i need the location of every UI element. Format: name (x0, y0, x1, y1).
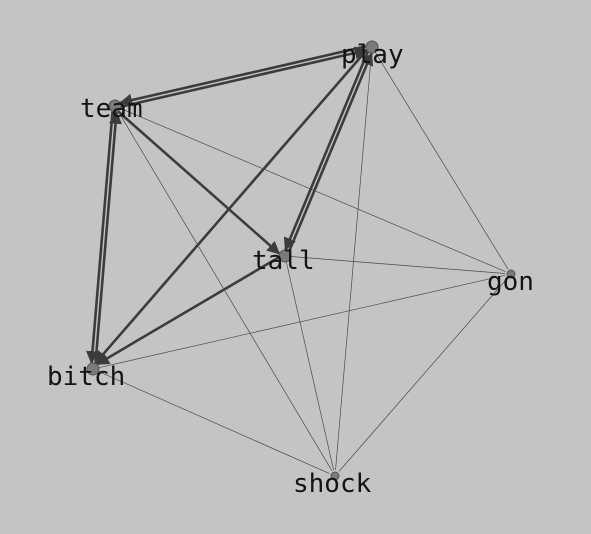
node-label-team: team (80, 94, 143, 124)
node-label-bitch: bitch (47, 362, 125, 392)
edge-play-tall (283, 51, 370, 251)
edge-bitch-gon (98, 274, 506, 369)
edge-team-play (121, 46, 368, 108)
edge-bitch-team (94, 110, 122, 364)
node-play (365, 40, 379, 54)
edge-tall-bitch (96, 256, 280, 366)
edge-team-gon (120, 108, 506, 272)
node-tall (278, 249, 292, 263)
labels-layer: play team tall gon bitch shock (47, 40, 534, 499)
edge-tall-gon (290, 256, 506, 274)
nodes-layer (86, 40, 516, 481)
node-label-play: play (341, 40, 404, 70)
node-label-gon: gon (487, 267, 534, 297)
edges-layer (86, 45, 509, 474)
edge-team-tall (117, 110, 281, 255)
edge-team-bitch (86, 111, 114, 365)
node-gon (506, 269, 516, 279)
node-label-tall: tall (252, 246, 315, 276)
node-label-shock: shock (293, 469, 372, 499)
node-bitch (86, 362, 100, 376)
edge-play-team (119, 45, 366, 107)
node-team (108, 99, 122, 113)
edge-tall-shock (285, 261, 335, 471)
edge-bitch-shock (98, 371, 330, 474)
edge-gon-shock (338, 278, 508, 472)
node-shock (330, 471, 340, 481)
edge-team-shock (117, 110, 333, 472)
edge-tall-play (287, 52, 374, 252)
edge-play-gon (374, 51, 509, 270)
edge-play-bitch (94, 49, 368, 365)
